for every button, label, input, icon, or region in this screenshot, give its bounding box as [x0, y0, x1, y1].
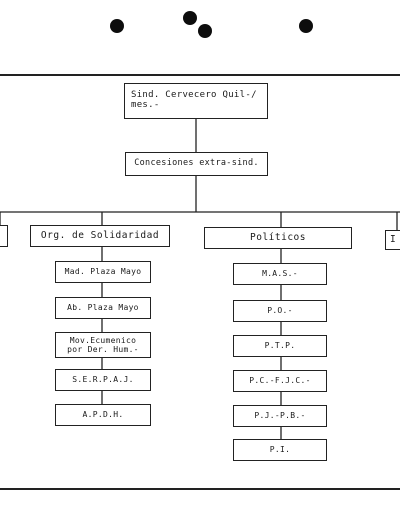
solidaridad-item-1: Mad. Plaza Mayo	[55, 261, 151, 283]
politicos-item-4: P.C.-F.J.C.-	[233, 370, 327, 392]
solidaridad-item-5: A.P.D.H.	[55, 404, 151, 426]
solidaridad-item-3: Mov.Ecumenico por Der. Hum.-	[55, 332, 151, 358]
politicos-item-1: M.A.S.-	[233, 263, 327, 285]
solidaridad-item-2: Ab. Plaza Mayo	[55, 297, 151, 319]
punch-hole-3	[198, 24, 212, 38]
politicos-item-5: P.J.-P.B.-	[233, 405, 327, 427]
politicos-item-3: P.T.P.	[233, 335, 327, 357]
concessions-node: Concesiones extra-sind.	[125, 152, 268, 176]
category-politicos: Políticos	[204, 227, 352, 249]
bottom-rule	[0, 488, 400, 490]
solidaridad-item-4: S.E.R.P.A.J.	[55, 369, 151, 391]
top-rule	[0, 74, 400, 76]
category-left-cut	[0, 225, 8, 247]
punch-hole-2	[183, 11, 197, 25]
politicos-item-2: P.O.-	[233, 300, 327, 322]
category-right-cut: I	[385, 230, 400, 250]
root-node: Sind. Cervecero Quil-/ mes.-	[124, 83, 268, 119]
category-solidaridad: Org. de Solidaridad	[30, 225, 170, 247]
punch-hole-4	[299, 19, 313, 33]
politicos-item-6: P.I.	[233, 439, 327, 461]
punch-hole-1	[110, 19, 124, 33]
